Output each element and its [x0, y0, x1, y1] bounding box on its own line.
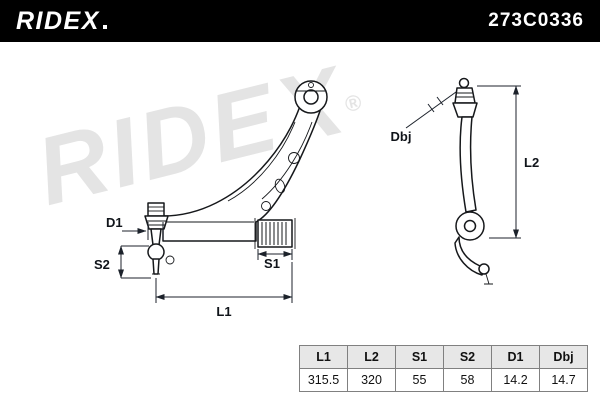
spec-table-value-row: 315.5 320 55 58 14.2 14.7 [299, 368, 588, 392]
dimension-s2: S2 [94, 245, 151, 279]
spec-table: L1 L2 S1 S2 D1 Dbj 315.5 320 55 58 14.2 … [299, 345, 588, 392]
header-bar: RIDEX 273C0336 [0, 0, 600, 42]
spec-table-header-row: L1 L2 S1 S2 D1 Dbj [299, 345, 588, 369]
spec-header-d1: D1 [491, 345, 540, 369]
dimension-dbj: Dbj [391, 91, 457, 144]
side-ball-stud [458, 77, 470, 89]
side-link-body [459, 116, 477, 213]
dim-label-l2: L2 [524, 155, 539, 170]
spec-value-dbj: 14.7 [539, 368, 588, 392]
rear-bushing [254, 218, 296, 249]
part-number: 273C0336 [488, 10, 584, 31]
spec-header-dbj: Dbj [539, 345, 588, 369]
control-arm-body [162, 105, 322, 242]
ball-stud [147, 243, 165, 261]
brand-logo-text: RIDEX [16, 6, 100, 35]
spec-value-l2: 320 [347, 368, 396, 392]
spec-header-l2: L2 [347, 345, 396, 369]
spec-header-l1: L1 [299, 345, 348, 369]
grease-fitting [165, 255, 175, 265]
ball-joint [144, 202, 175, 275]
spec-value-s2: 58 [443, 368, 492, 392]
dimension-l2: L2 [477, 85, 539, 239]
brand-logo-dot [102, 24, 107, 29]
dimension-s1: S1 [257, 249, 293, 271]
dimension-l1: L1 [155, 262, 293, 319]
dimension-d1: D1 [106, 215, 164, 240]
control-arm-front-view: D1 S2 S1 [94, 80, 328, 319]
arm-hole [261, 201, 271, 211]
spec-header-s1: S1 [395, 345, 444, 369]
spec-value-s1: 55 [395, 368, 444, 392]
arm-hole [288, 152, 300, 164]
spec-value-d1: 14.2 [491, 368, 540, 392]
dim-label-l1: L1 [216, 304, 231, 319]
spec-header-s2: S2 [443, 345, 492, 369]
spec-value-l1: 315.5 [299, 368, 348, 392]
dim-label-s1: S1 [264, 256, 280, 271]
brand-logo: RIDEX [16, 6, 107, 35]
dim-label-dbj: Dbj [391, 129, 412, 144]
dim-label-d1: D1 [106, 215, 123, 230]
arm-slot [274, 178, 286, 194]
top-bushing [294, 80, 328, 114]
control-arm-side-view: Dbj L2 [391, 77, 539, 285]
dim-label-s2: S2 [94, 257, 110, 272]
